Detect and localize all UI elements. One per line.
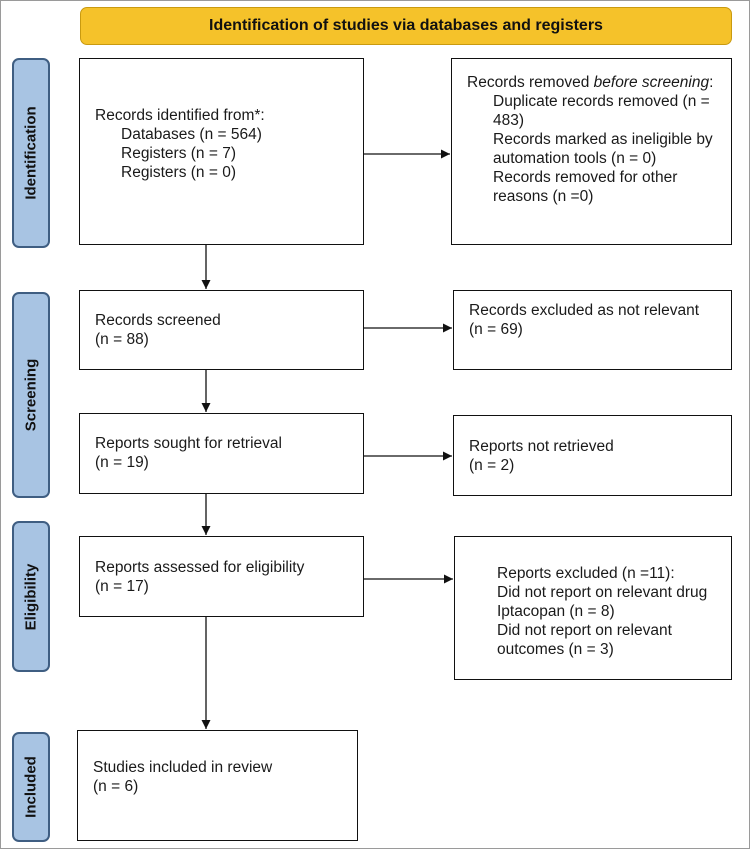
studies-included-title: Studies included in review [93, 759, 273, 776]
registers-count-2: Registers (n = 0) [121, 164, 237, 181]
reports-excluded-box: Reports excluded (n =11): Did not report… [454, 536, 732, 680]
exclusion-reason-outcomes: Did not report on relevant outcomes (n =… [497, 622, 672, 658]
reports-assessed-title: Reports assessed for eligibility [95, 559, 305, 576]
stage-identification: Identification [12, 58, 50, 248]
studies-included-count: (n = 6) [93, 778, 139, 795]
duplicates-removed: Duplicate records removed (n = 483) [493, 93, 710, 129]
reports-not-retrieved-title: Reports not retrieved [469, 438, 614, 455]
reports-sought-title: Reports sought for retrieval [95, 435, 282, 452]
stage-included: Included [12, 732, 50, 842]
stage-screening: Screening [12, 292, 50, 498]
registers-count: Registers (n = 7) [121, 145, 237, 162]
reports-not-retrieved-box: Reports not retrieved (n = 2) [453, 415, 732, 496]
reports-sought-count: (n = 19) [95, 454, 149, 471]
diagram-header: Identification of studies via databases … [80, 7, 732, 45]
records-identified-box: Records identified from*: Databases (n =… [79, 58, 364, 245]
reports-sought-box: Reports sought for retrieval (n = 19) [79, 413, 364, 494]
other-removed: Records removed for other reasons (n =0) [493, 169, 678, 205]
exclusion-reason-drug: Did not report on relevant drug Iptacopa… [497, 584, 708, 620]
databases-count: Databases (n = 564) [121, 126, 262, 143]
reports-assessed-count: (n = 17) [95, 578, 149, 595]
header-title: Identification of studies via databases … [209, 17, 603, 34]
records-excluded-count: (n = 69) [469, 321, 523, 338]
studies-included-box: Studies included in review (n = 6) [77, 730, 358, 841]
records-removed-box: Records removed before screening: Duplic… [451, 58, 732, 245]
reports-assessed-box: Reports assessed for eligibility (n = 17… [79, 536, 364, 617]
records-screened-title: Records screened [95, 312, 221, 329]
records-excluded-box: Records excluded as not relevant (n = 69… [453, 290, 732, 370]
ineligible-removed: Records marked as ineligible by automati… [493, 131, 713, 167]
records-excluded-title: Records excluded as not relevant [469, 302, 700, 319]
records-screened-box: Records screened (n = 88) [79, 290, 364, 370]
records-identified-title: Records identified from*: [95, 107, 265, 124]
records-removed-title: Records removed before screening: [467, 74, 714, 91]
reports-excluded-title: Reports excluded (n =11): [497, 565, 675, 582]
reports-not-retrieved-count: (n = 2) [469, 457, 515, 474]
stage-eligibility: Eligibility [12, 521, 50, 672]
records-screened-count: (n = 88) [95, 331, 149, 348]
